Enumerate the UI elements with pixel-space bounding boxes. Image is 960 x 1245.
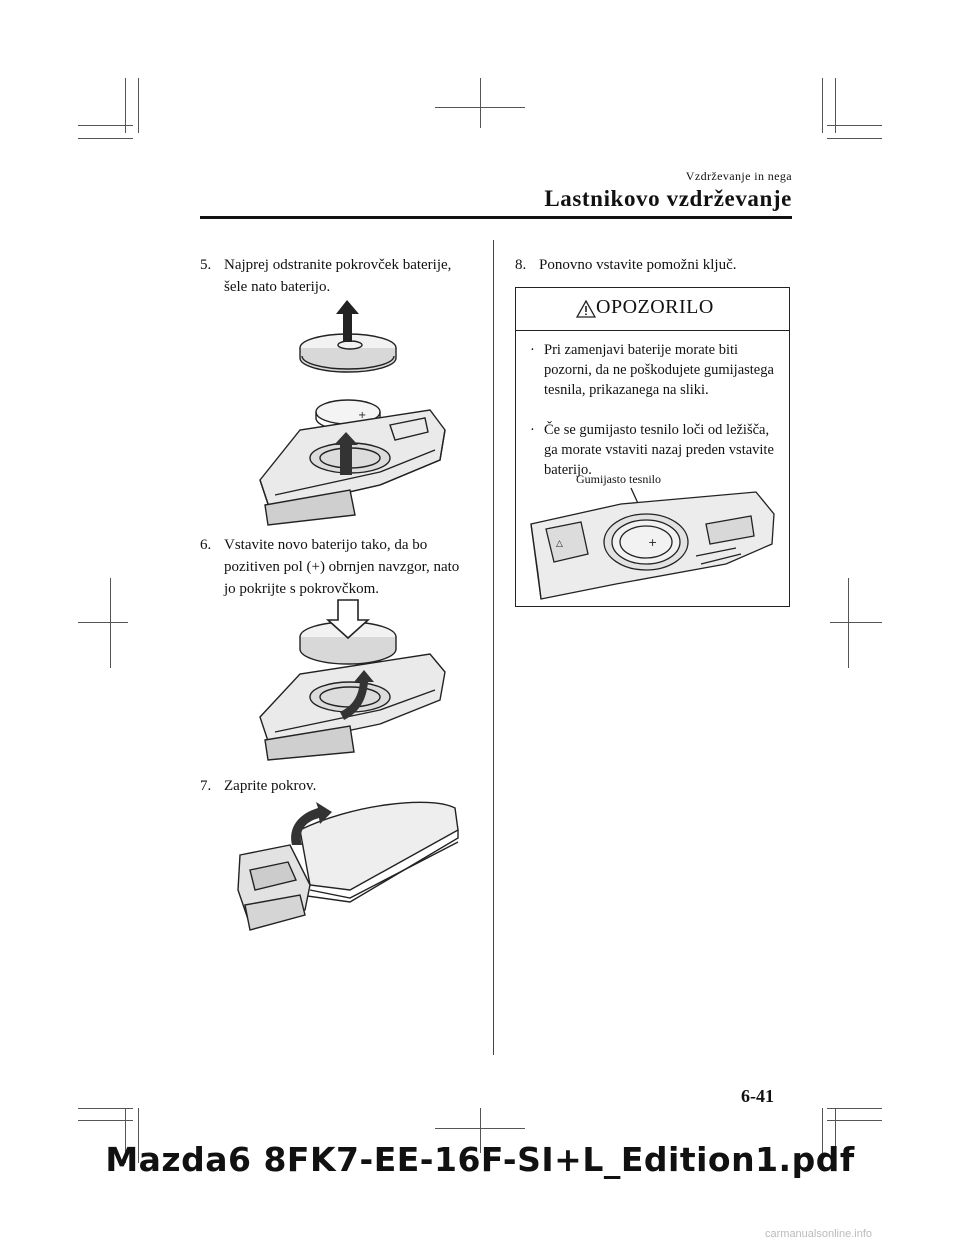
step-6-line-1: Vstavite novo baterijo tako, da bo xyxy=(224,537,428,553)
step-6-line-3: jo pokrijte s pokrovčkom. xyxy=(224,581,379,597)
header-rule xyxy=(200,216,792,219)
step-7-number: 7. xyxy=(200,778,212,794)
step-5-line-1: Najprej odstranite pokrovček baterije, xyxy=(224,257,452,273)
step-7-line-1: Zaprite pokrov. xyxy=(224,778,317,794)
svg-text:△: △ xyxy=(556,539,563,549)
watermark: carmanualsonline.info xyxy=(765,1228,873,1240)
step-6: 6. Vstavite novo baterijo tako, da bo po… xyxy=(200,534,490,600)
warning-triangle-icon xyxy=(576,300,596,318)
step-6-line-2: pozitiven pol (+) obrnjen navzgor, nato xyxy=(224,559,460,575)
section-subtitle: Vzdrževanje in nega xyxy=(685,169,792,183)
warning-header: OPOZORILO xyxy=(516,288,789,331)
close-cover-figure xyxy=(237,801,459,931)
step-6-number: 6. xyxy=(200,537,212,553)
warning-item-1: · Pri zamenjavi baterije morate biti poz… xyxy=(530,340,782,420)
step-5-number: 5. xyxy=(200,257,212,273)
rubber-seal-figure: △ + xyxy=(530,487,775,600)
step-5: 5. Najprej odstranite pokrovček baterije… xyxy=(200,254,490,300)
warning-item-2: · Če se gumijasto tesnilo loči od ležišč… xyxy=(530,420,782,500)
warning-title: OPOZORILO xyxy=(596,296,714,318)
remove-battery-figure: + xyxy=(259,300,446,526)
footer-filename: Mazda6 8FK7-EE-16F-SI+L_Edition1.pdf xyxy=(105,1140,855,1179)
bullet: · xyxy=(530,422,535,438)
step-8: 8. Ponovno vstavite pomožni ključ. xyxy=(515,254,785,276)
warning-item-2-text: Če se gumijasto tesnilo loči od ležišča,… xyxy=(544,422,774,478)
step-5-line-2: šele nato baterijo. xyxy=(224,279,331,295)
column-divider xyxy=(493,240,494,1055)
warning-box: OPOZORILO · Pri zamenjavi baterije morat… xyxy=(515,287,790,607)
insert-battery-figure xyxy=(259,599,446,761)
svg-text:+: + xyxy=(648,536,657,549)
step-7: 7. Zaprite pokrov. xyxy=(200,775,490,797)
bullet: · xyxy=(530,342,535,358)
step-8-line-1: Ponovno vstavite pomožni ključ. xyxy=(539,257,737,273)
warning-item-1-text: Pri zamenjavi baterije morate biti pozor… xyxy=(544,342,774,398)
step-8-number: 8. xyxy=(515,257,527,273)
svg-text:+: + xyxy=(358,410,366,421)
seal-figure-label: Gumijasto tesnilo xyxy=(576,472,661,486)
section-title: Lastnikovo vzdrževanje xyxy=(544,186,792,211)
page-number: 6-41 xyxy=(741,1086,774,1106)
